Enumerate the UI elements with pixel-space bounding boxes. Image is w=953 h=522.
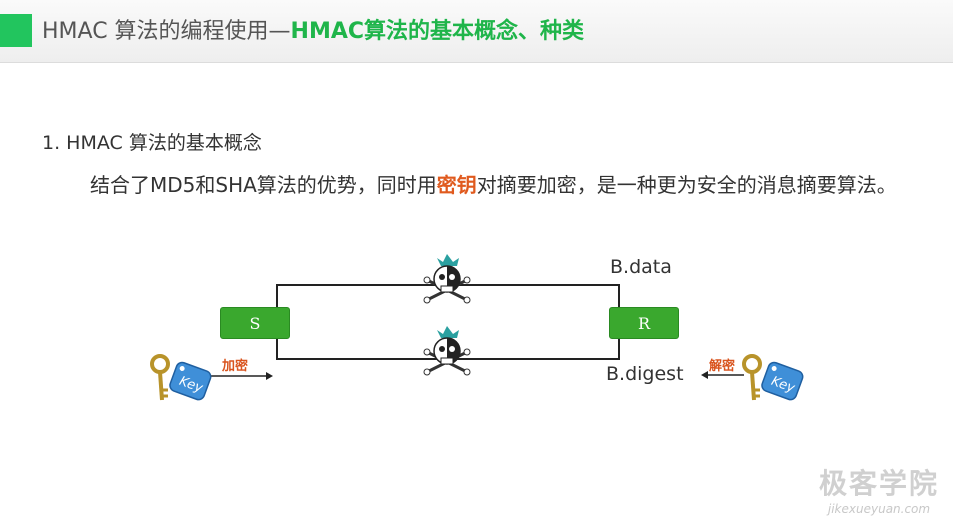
pirate-skull-icon [423, 326, 471, 376]
decrypt-arrow-icon [701, 371, 744, 379]
page-title: HMAC 算法的编程使用—HMAC算法的基本概念、种类 [42, 14, 584, 50]
watermark-brand: 极客学院 [818, 467, 939, 500]
encrypt-label: 加密 [222, 359, 249, 374]
title-prefix: HMAC 算法的编程使用— [42, 19, 291, 44]
description-paragraph: 结合了MD5和SHA算法的优势，同时用密钥对摘要加密，是一种更为安全的消息摘要算… [42, 168, 922, 203]
title-highlight: HMAC算法的基本概念、种类 [290, 19, 585, 44]
encrypt-arrow-icon [210, 372, 273, 380]
receiver-box: R [609, 307, 679, 339]
digest-label: B.digest [606, 363, 684, 385]
section-heading: 1. HMAC 算法的基本概念 [42, 132, 262, 154]
data-label: B.data [610, 256, 672, 278]
sender-box: S [220, 307, 290, 339]
top-channel-right [618, 284, 620, 308]
title-accent [0, 14, 32, 47]
top-channel-left [276, 284, 278, 308]
watermark: 极客学院 jikexueyuan.com [819, 462, 939, 516]
watermark-url: jikexueyuan.com [827, 502, 931, 516]
bottom-channel-left [276, 338, 278, 360]
para-before: 结合了MD5和SHA算法的优势，同时用 [90, 173, 437, 197]
para-after: 对摘要加密，是一种更为安全的消息摘要算法。 [476, 173, 897, 197]
pirate-skull-icon [423, 254, 471, 304]
bottom-channel-right [618, 338, 620, 360]
key-icon: Key [150, 354, 212, 401]
para-highlight: 密钥 [436, 173, 477, 197]
header-bar: HMAC 算法的编程使用—HMAC算法的基本概念、种类 [0, 0, 953, 63]
decrypt-label: 解密 [709, 359, 736, 374]
key-icon: Key [742, 354, 804, 401]
